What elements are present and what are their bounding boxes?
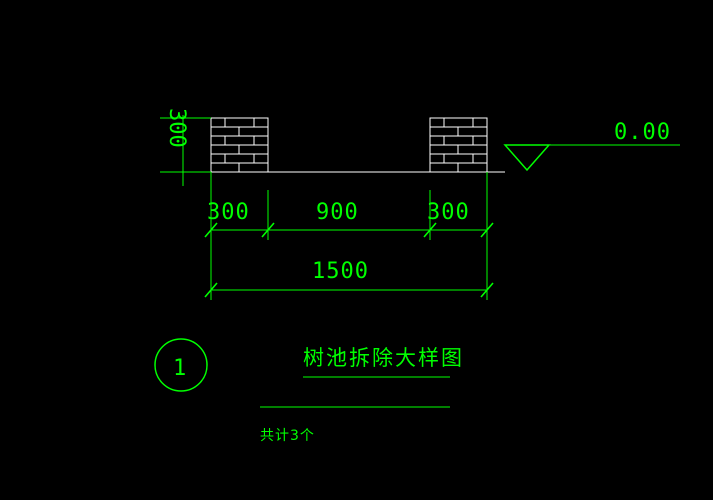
left-pier-brick-hatch: [210, 118, 269, 172]
detail-bubble-circle: [154, 338, 208, 392]
dimension-row-line: [204, 222, 494, 238]
dimension-label-center: 900: [316, 200, 359, 225]
vertical-dimension-group: [160, 115, 211, 186]
drawing-title: 树池拆除大样图: [303, 346, 464, 370]
elevation-label: 0.00: [614, 120, 671, 145]
dimension-extension-lines: [210, 172, 488, 300]
drawing-note: 共计3个: [260, 428, 315, 444]
dimension-label-right: 300: [427, 200, 470, 225]
right-pier-brick-hatch: [429, 118, 488, 172]
total-dimension-label: 1500: [312, 259, 369, 284]
right-pier: [429, 117, 488, 173]
left-pier: [210, 117, 269, 173]
detail-number-label: 1: [173, 356, 187, 381]
total-dimension-line: [204, 282, 494, 298]
title-underlines: [260, 376, 450, 408]
elevation-symbol: [503, 144, 680, 172]
vertical-dimension-label: 300: [164, 108, 189, 148]
dimension-label-left: 300: [207, 200, 250, 225]
